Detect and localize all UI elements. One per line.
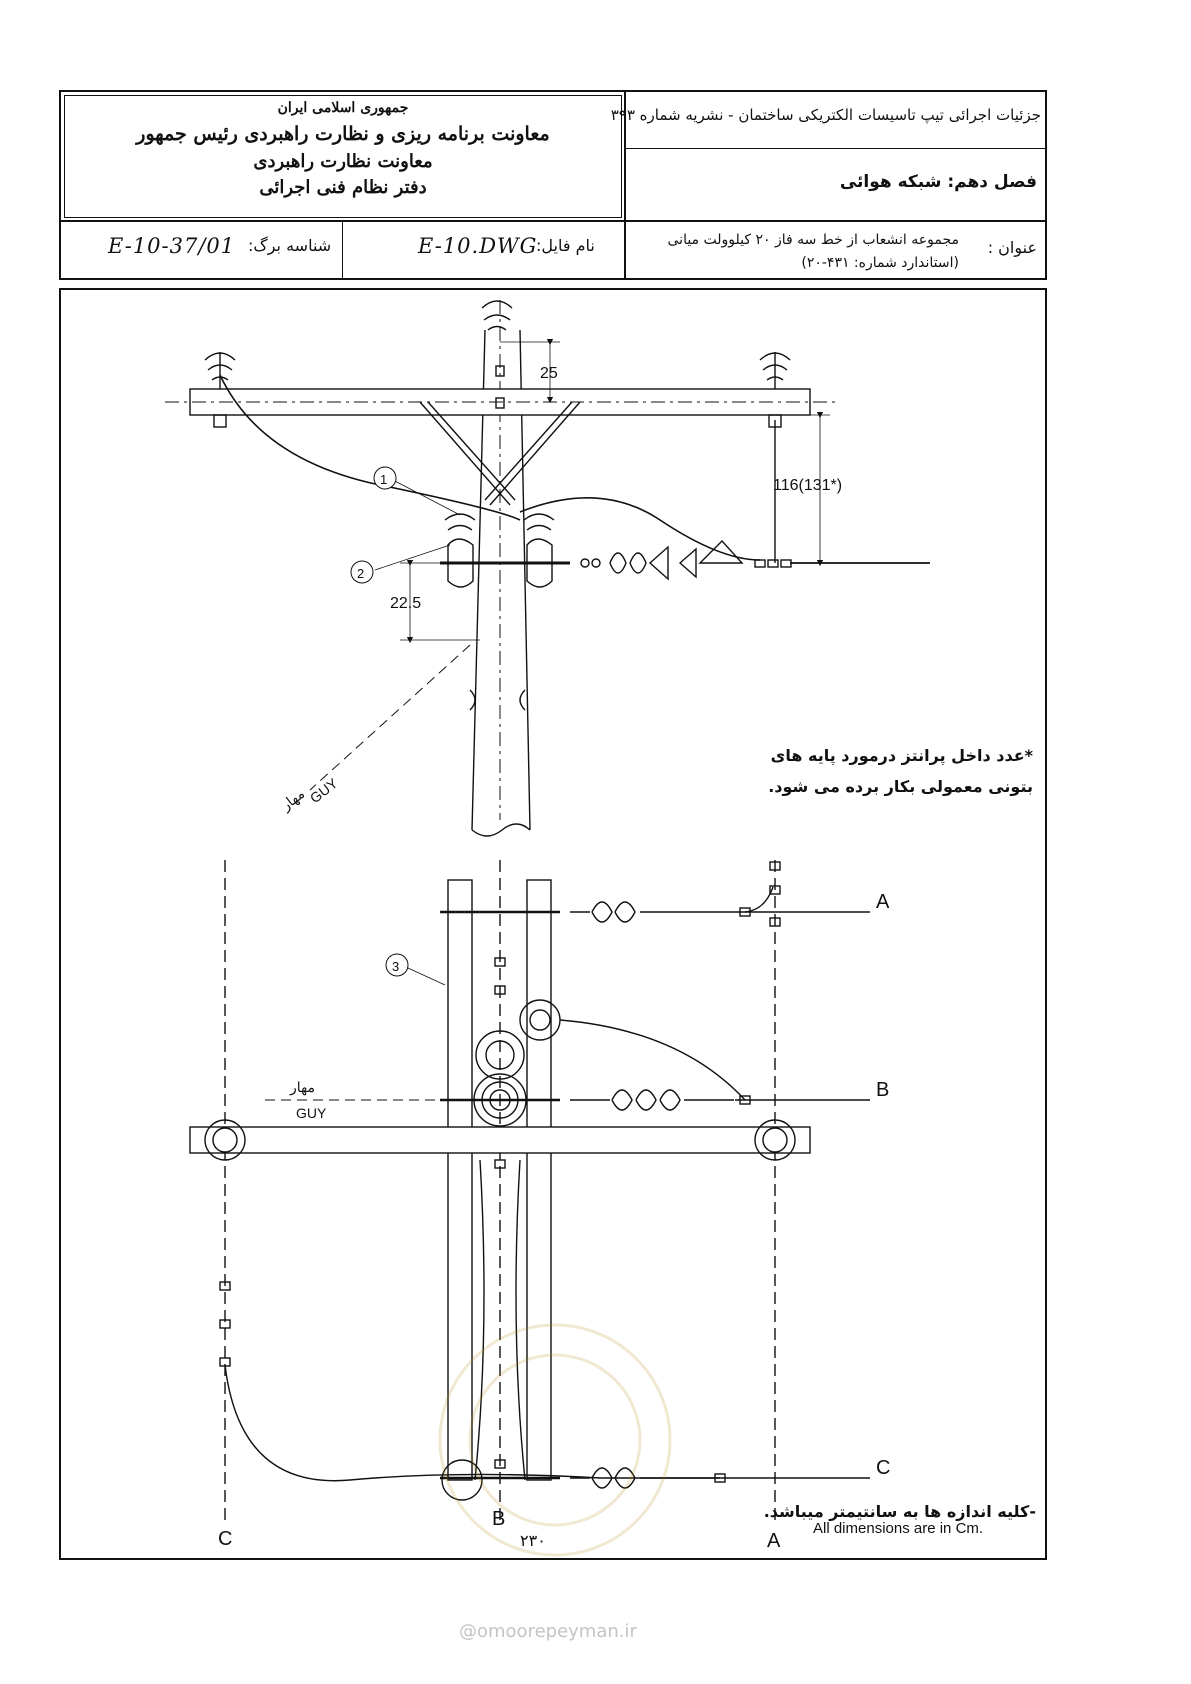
note-units-fa: -کلیه اندازه ها به سانتیمتر میباشد. [763,1502,1036,1521]
plan-crossarm-left [447,879,473,1481]
note-star-line-1: *عدد داخل پرانتز درمورد پایه های [770,746,1033,765]
dim-side-text: 116(131*) [773,477,842,494]
plan-view [189,860,870,1520]
plan-insulator-b [570,1089,734,1111]
phase-label-c-bottom: C [218,1528,232,1550]
title-block-divider-h2 [61,220,1046,222]
sheet-id-value: E-10-37/01 [108,234,236,258]
title-line-2: (استاندارد شماره: ۴۳۱-۲۰) [801,255,959,271]
guy-fa-front: مهار [277,785,308,814]
jumper-cable-right [519,496,761,561]
dim-mid-text: 22.5 [390,595,421,612]
guy-wire-front [309,644,471,791]
callout-circle-2 [350,560,374,584]
org-box [64,95,622,218]
bracket-left [444,513,476,588]
org-line-1: جمهوری اسلامی ایران [277,100,409,116]
callout-1-text: 1 [380,472,387,487]
title-label: عنوان : [987,238,1037,257]
callout-circle-3 [385,953,409,977]
pole-plan-left [204,1119,246,1161]
guy-label-plan: GUY [296,1105,327,1121]
front-elevation [165,300,930,837]
pin-insulator-top [481,300,513,409]
callout-circle-1 [373,466,397,490]
dim-top-text: 25 [540,365,558,382]
title-block-divider-v2 [342,222,343,278]
phase-label-c-right: C [876,1457,890,1479]
pole-break [471,823,531,837]
plan-crossarm-right [526,879,552,1481]
page-number: ۲۳۰ [520,1533,546,1550]
watermark-emblem [438,1323,672,1557]
pole-plan-right [754,1119,796,1161]
org-line-3: معاونت نظارت راهبردی [253,151,433,172]
title-block [59,90,1047,280]
callout-3-text: 3 [392,959,399,974]
title-block-divider-h1 [626,148,1046,149]
plan-insulator-a [570,901,680,923]
plan-main-arm [189,1126,811,1154]
title-line-1: مجموعه انشعاب از خط سه فاز ۲۰ کیلوولت می… [667,232,960,248]
phase-label-b-bottom: B [492,1508,505,1530]
bracket-right [523,513,555,588]
strain-insulator-string [580,539,792,581]
note-units-en: All dimensions are in Cm. [813,1520,983,1537]
footer-watermark: @omoorepeyman.ir [459,1621,637,1642]
guy-label-front: GUY [307,775,341,807]
tap-cable-b [559,1019,746,1101]
brace-left [419,401,511,506]
callouts [350,466,409,977]
org-line-2: معاونت برنامه ریزی و نظارت راهبردی رئیس … [136,123,550,145]
file-name-value: E-10.DWG [418,234,538,258]
chapter-title: فصل دهم: شبکه هوائی [839,172,1037,192]
tap-cable-c [224,1364,720,1482]
phase-label-a-bottom: A [767,1530,781,1552]
file-name-label: نام فایل: [536,236,595,255]
phase-label-b-right: B [876,1079,889,1101]
guy-fa-plan: مهار [289,1079,315,1096]
brace-right [489,401,581,506]
drawing-frame [59,288,1047,1560]
pin-insulator-left [204,352,236,428]
phase-label-a-top: A [876,891,890,913]
sheet-id-label: شناسه برگ: [248,236,332,255]
title-block-divider-v [624,92,626,278]
tap-cable-a [744,886,774,913]
org-line-4: دفتر نظام فنی اجرائی [259,177,427,198]
callout-2-text: 2 [357,566,364,581]
publication-title: جزئیات اجرائی تیپ تاسیسات الکتریکی ساختم… [610,106,1041,124]
note-star-line-2: بتونی معمولی بکار برده می شود. [768,777,1033,796]
